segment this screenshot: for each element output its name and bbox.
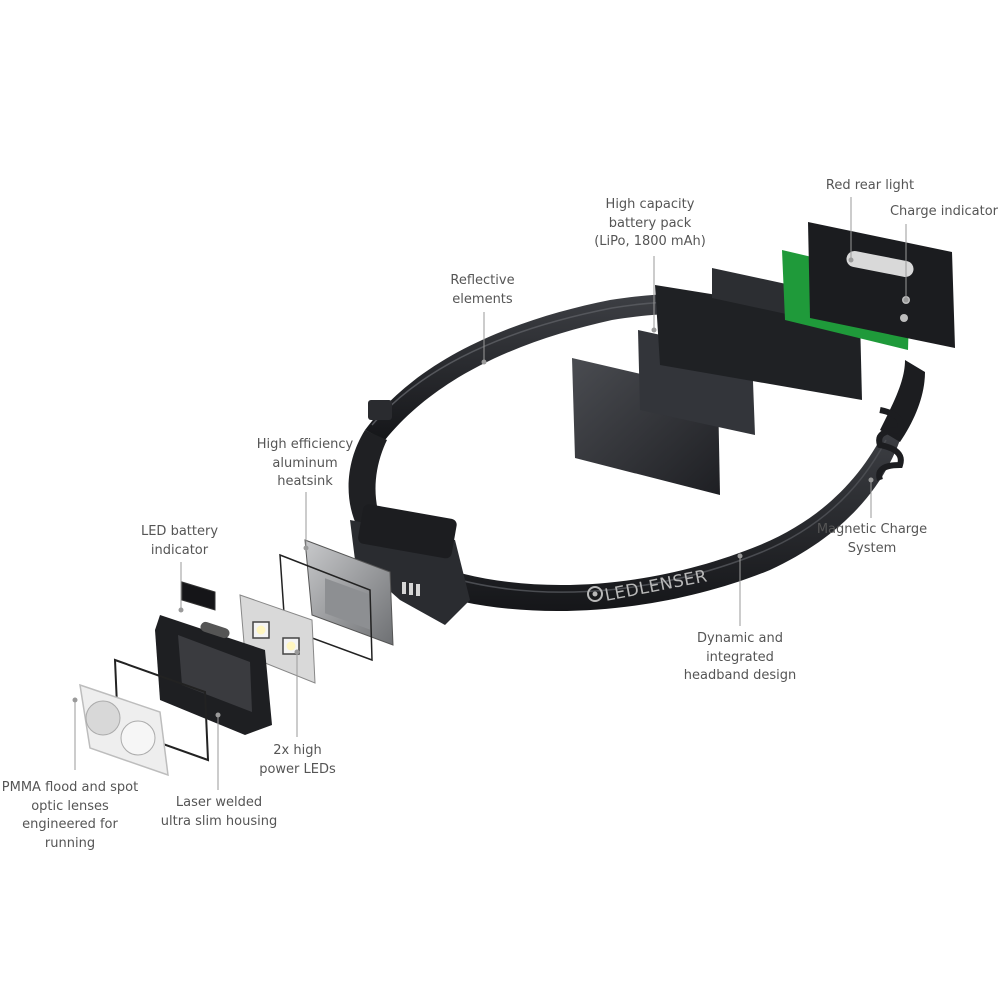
label-line: (LiPo, 1800 mAh) — [594, 234, 706, 249]
housing-window — [178, 635, 252, 712]
ledlenser-logo-icon — [587, 586, 603, 602]
label-line: Red rear light — [825, 178, 915, 193]
label-line: heatsink — [277, 474, 333, 489]
spot-lens — [120, 720, 156, 756]
label-slim-housing: Laser welded ultra slim housing — [150, 794, 288, 831]
connector-pins — [402, 582, 420, 596]
label-power-leds: 2x high power LEDs — [250, 742, 345, 779]
label-line: Reflective — [450, 273, 515, 288]
heatsink-gasket — [279, 553, 373, 662]
label-line: ultra slim housing — [160, 813, 278, 829]
label-line: indicator — [150, 542, 209, 558]
label-red-rear-light: Red rear light — [815, 177, 925, 196]
label-led-battery-indicator: LED battery indicator — [127, 523, 232, 560]
label-charge-indicator: Charge indicator — [888, 203, 1000, 222]
label-pmma-lenses: PMMA flood and spot optic lenses enginee… — [0, 779, 140, 853]
label-line: High capacity — [605, 197, 695, 212]
label-line: running — [44, 835, 96, 851]
label-line: Dynamic and — [697, 631, 783, 646]
strap-clip — [368, 400, 392, 420]
label-line: Charge indicator — [889, 204, 998, 219]
label-line: headband design — [683, 668, 797, 683]
ledlenser-logo-dot — [592, 591, 598, 597]
label-headband-design: Dynamic and integrated headband design — [680, 630, 800, 686]
label-line: System — [847, 540, 897, 556]
rear-light-housing — [808, 222, 955, 348]
label-reflective-elements: Reflective elements — [430, 272, 535, 309]
led-battery-indicator-cap — [181, 581, 216, 611]
label-line: PMMA flood and spot — [1, 780, 139, 795]
label-magnetic-charge: Magnetic Charge System — [810, 521, 934, 558]
front-mount — [350, 504, 470, 625]
label-line: LED battery — [140, 524, 219, 539]
label-battery-pack: High capacity battery pack (LiPo, 1800 m… — [580, 196, 720, 252]
label-line: Magnetic Charge — [816, 522, 928, 537]
headband-front-strap-edge — [421, 439, 887, 593]
led-emitter-left — [256, 625, 266, 635]
led-pcb — [239, 594, 316, 684]
label-line: 2x high — [273, 743, 322, 758]
housing-button — [200, 621, 230, 639]
red-rear-light — [846, 251, 914, 277]
pmma-optic-lenses — [79, 683, 169, 777]
battery-packs — [572, 268, 862, 495]
label-line: Laser welded — [175, 795, 263, 810]
leader-lines — [72, 197, 909, 790]
label-heatsink: High efficiency aluminum heatsink — [240, 436, 370, 492]
label-line: battery pack — [608, 215, 692, 231]
label-line: power LEDs — [259, 761, 336, 777]
heatsink-center — [325, 578, 370, 630]
slim-housing — [155, 581, 272, 735]
led-emitter-right — [286, 641, 296, 651]
headband-left-side — [348, 430, 392, 545]
label-line: aluminum — [272, 455, 338, 471]
label-line: elements — [452, 291, 513, 307]
label-line: integrated — [706, 649, 774, 665]
aluminum-heatsink — [279, 539, 394, 662]
label-line: engineered for — [22, 817, 118, 832]
label-line: optic lenses — [31, 798, 109, 814]
label-line: High efficiency — [256, 437, 354, 452]
flood-lens — [85, 700, 121, 736]
charge-indicator-led-2 — [900, 314, 908, 322]
front-mount-cap — [358, 504, 457, 559]
magnetic-charge-cable — [876, 407, 904, 481]
headband-right-side — [880, 360, 925, 442]
rear-electronics — [782, 222, 955, 350]
led-board — [239, 594, 316, 684]
